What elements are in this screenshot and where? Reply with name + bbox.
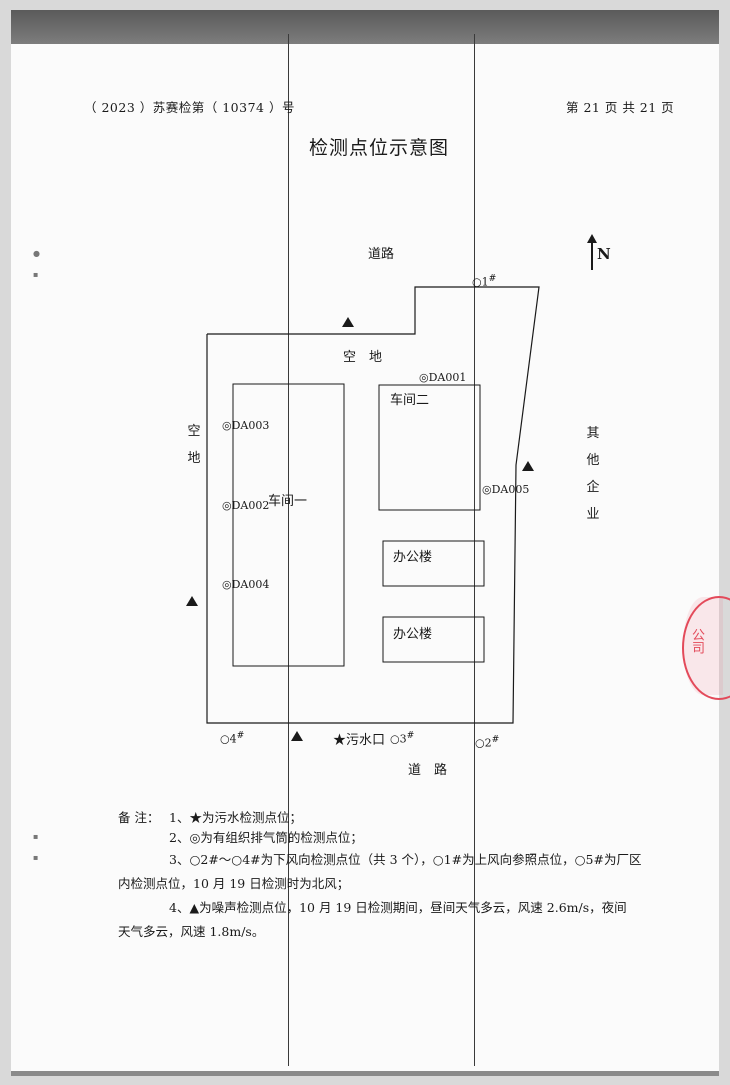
north-arrow-head: [587, 234, 597, 243]
scan-bottom-border: [11, 1071, 719, 1076]
plant-boundary: [206, 286, 540, 724]
edge-mark: ●: [33, 249, 40, 258]
page-number: 第 21 页 共 21 页: [566, 100, 675, 115]
workshop2-outline: [378, 384, 481, 511]
other-company-label: 其他企业: [586, 426, 600, 522]
edge-mark: ▪: [33, 832, 39, 841]
da003-label: ◎DA003: [222, 419, 270, 432]
da004-label: ◎DA004: [222, 578, 270, 591]
edge-mark: ▪: [33, 853, 39, 862]
note-2: 2、◎为有组织排气筒的检测点位；: [169, 830, 363, 845]
north-label: N: [597, 245, 611, 263]
noise-point-left: [186, 596, 198, 606]
open-space-left-label: 空地: [187, 424, 201, 466]
workshop1-outline: [232, 383, 345, 667]
office1-outline: [382, 540, 485, 587]
page-title: 检测点位示意图: [309, 137, 450, 159]
seal-text: 公司: [689, 628, 704, 654]
office2-outline: [382, 616, 485, 663]
note-4b: 天气多云，风速 1.8m/s。: [118, 924, 265, 939]
da001-label: ◎DA001: [419, 371, 467, 384]
office2-label: 办公楼: [393, 627, 433, 642]
scan-top-border: [11, 10, 719, 44]
note-3b: 内检测点位，10 月 19 日检测时为北风；: [118, 876, 350, 891]
point-2-label: ○2#: [475, 734, 500, 750]
document-page: [11, 10, 719, 1076]
point-3-label: ○3#: [390, 730, 415, 746]
workshop1-label: 车间一: [268, 494, 308, 509]
road-bottom-label: 道 路: [408, 763, 448, 778]
noise-point-right: [522, 461, 534, 471]
notes-label: 备 注：: [118, 810, 160, 825]
note-3a: 3、○2#～○4#为下风向检测点位（共 3 个），○1#为上风向参照点位，○5#…: [169, 852, 642, 867]
noise-point-bottom: [291, 731, 303, 741]
road-top-label: 道路: [368, 247, 395, 262]
edge-mark: ▪: [33, 270, 39, 279]
da005-label: ◎DA005: [482, 483, 530, 496]
da002-label: ◎DA002: [222, 499, 270, 512]
report-number: （ 2023 ）苏赛检第（ 10374 ）号: [84, 100, 295, 115]
fold-line-left: [288, 34, 289, 1066]
point-4-label: ○4#: [220, 730, 245, 746]
fold-line-right: [474, 34, 475, 1066]
office1-label: 办公楼: [393, 550, 433, 565]
sewage-outlet-label: ★污水口: [333, 733, 386, 748]
note-4a: 4、▲为噪声检测点位，10 月 19 日检测期间，昼间天气多云，风速 2.6m/…: [169, 900, 627, 915]
open-space-top-label: 空 地: [343, 350, 383, 365]
point-1-label: ○1#: [472, 273, 497, 289]
workshop2-label: 车间二: [390, 393, 430, 408]
note-1: 1、★为污水检测点位；: [169, 810, 302, 825]
noise-point-top: [342, 317, 354, 327]
